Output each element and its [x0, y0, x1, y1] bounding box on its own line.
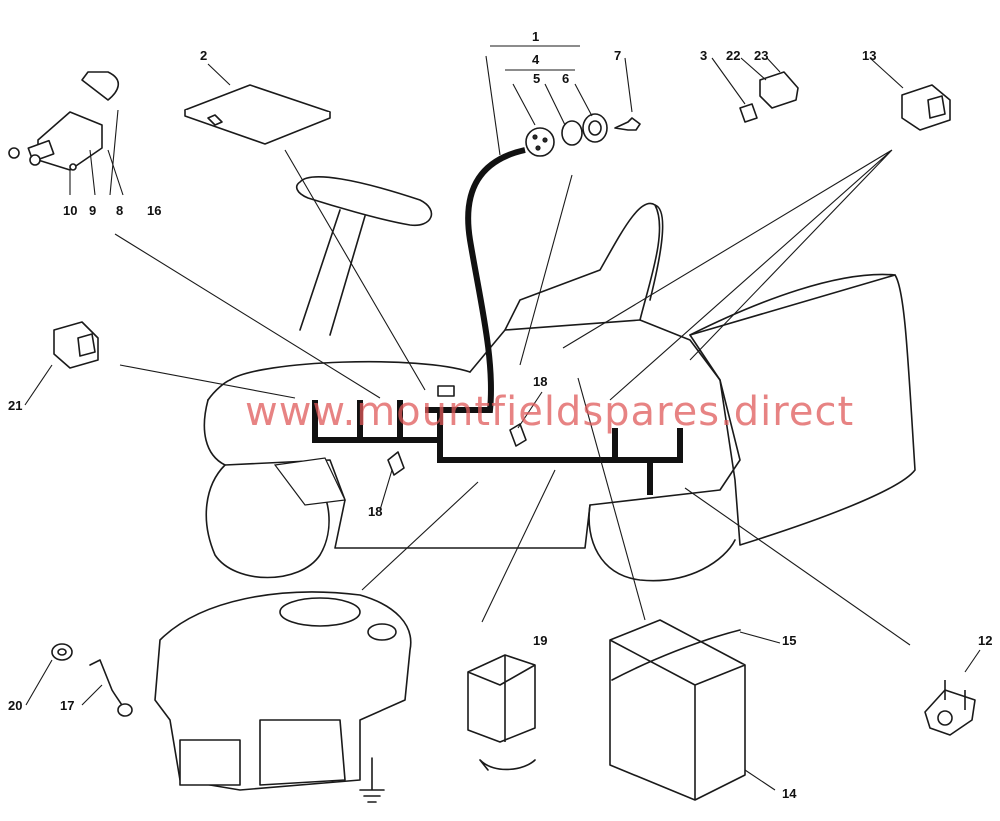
solenoid-part — [8, 71, 119, 171]
label-19: 19 — [533, 633, 547, 648]
watermark-text: www.mountfieldspares.direct — [245, 389, 854, 435]
label-20: 20 — [8, 698, 22, 713]
label-18-right: 18 — [533, 374, 547, 389]
label-17: 17 — [60, 698, 74, 713]
label-7: 7 — [614, 48, 621, 63]
harness-connector — [437, 385, 455, 397]
circuit-board-part — [184, 84, 331, 145]
part-number-labels: 1 2 3 4 5 6 7 8 9 10 16 12 13 14 15 17 1… — [8, 29, 992, 801]
label-5: 5 — [533, 71, 540, 86]
label-12: 12 — [978, 633, 992, 648]
charger-part — [467, 654, 536, 771]
label-15: 15 — [782, 633, 796, 648]
battery-part — [609, 619, 746, 801]
switch-13-part — [901, 84, 951, 131]
spring-part — [89, 659, 133, 717]
relay-fuse-part — [739, 71, 799, 123]
label-4: 4 — [532, 52, 540, 67]
label-3: 3 — [700, 48, 707, 63]
wiring-harness — [312, 147, 683, 495]
label-6: 6 — [562, 71, 569, 86]
label-14: 14 — [782, 786, 797, 801]
label-8: 8 — [116, 203, 123, 218]
label-23: 23 — [754, 48, 768, 63]
washer-part — [51, 643, 73, 661]
label-22: 22 — [726, 48, 740, 63]
label-10: 10 — [63, 203, 77, 218]
ignition-switch-part — [525, 113, 641, 157]
label-16: 16 — [147, 203, 161, 218]
engine-part — [154, 591, 412, 803]
switch-21-part — [53, 321, 99, 369]
label-21: 21 — [8, 398, 22, 413]
label-2: 2 — [200, 48, 207, 63]
leader-lines — [24, 45, 981, 791]
label-9: 9 — [89, 203, 96, 218]
mower-outline — [203, 176, 916, 582]
label-18-left: 18 — [368, 504, 382, 519]
label-13: 13 — [862, 48, 876, 63]
sensor-12-part — [924, 680, 976, 736]
cable-clip-part — [387, 423, 527, 476]
label-1: 1 — [532, 29, 539, 44]
